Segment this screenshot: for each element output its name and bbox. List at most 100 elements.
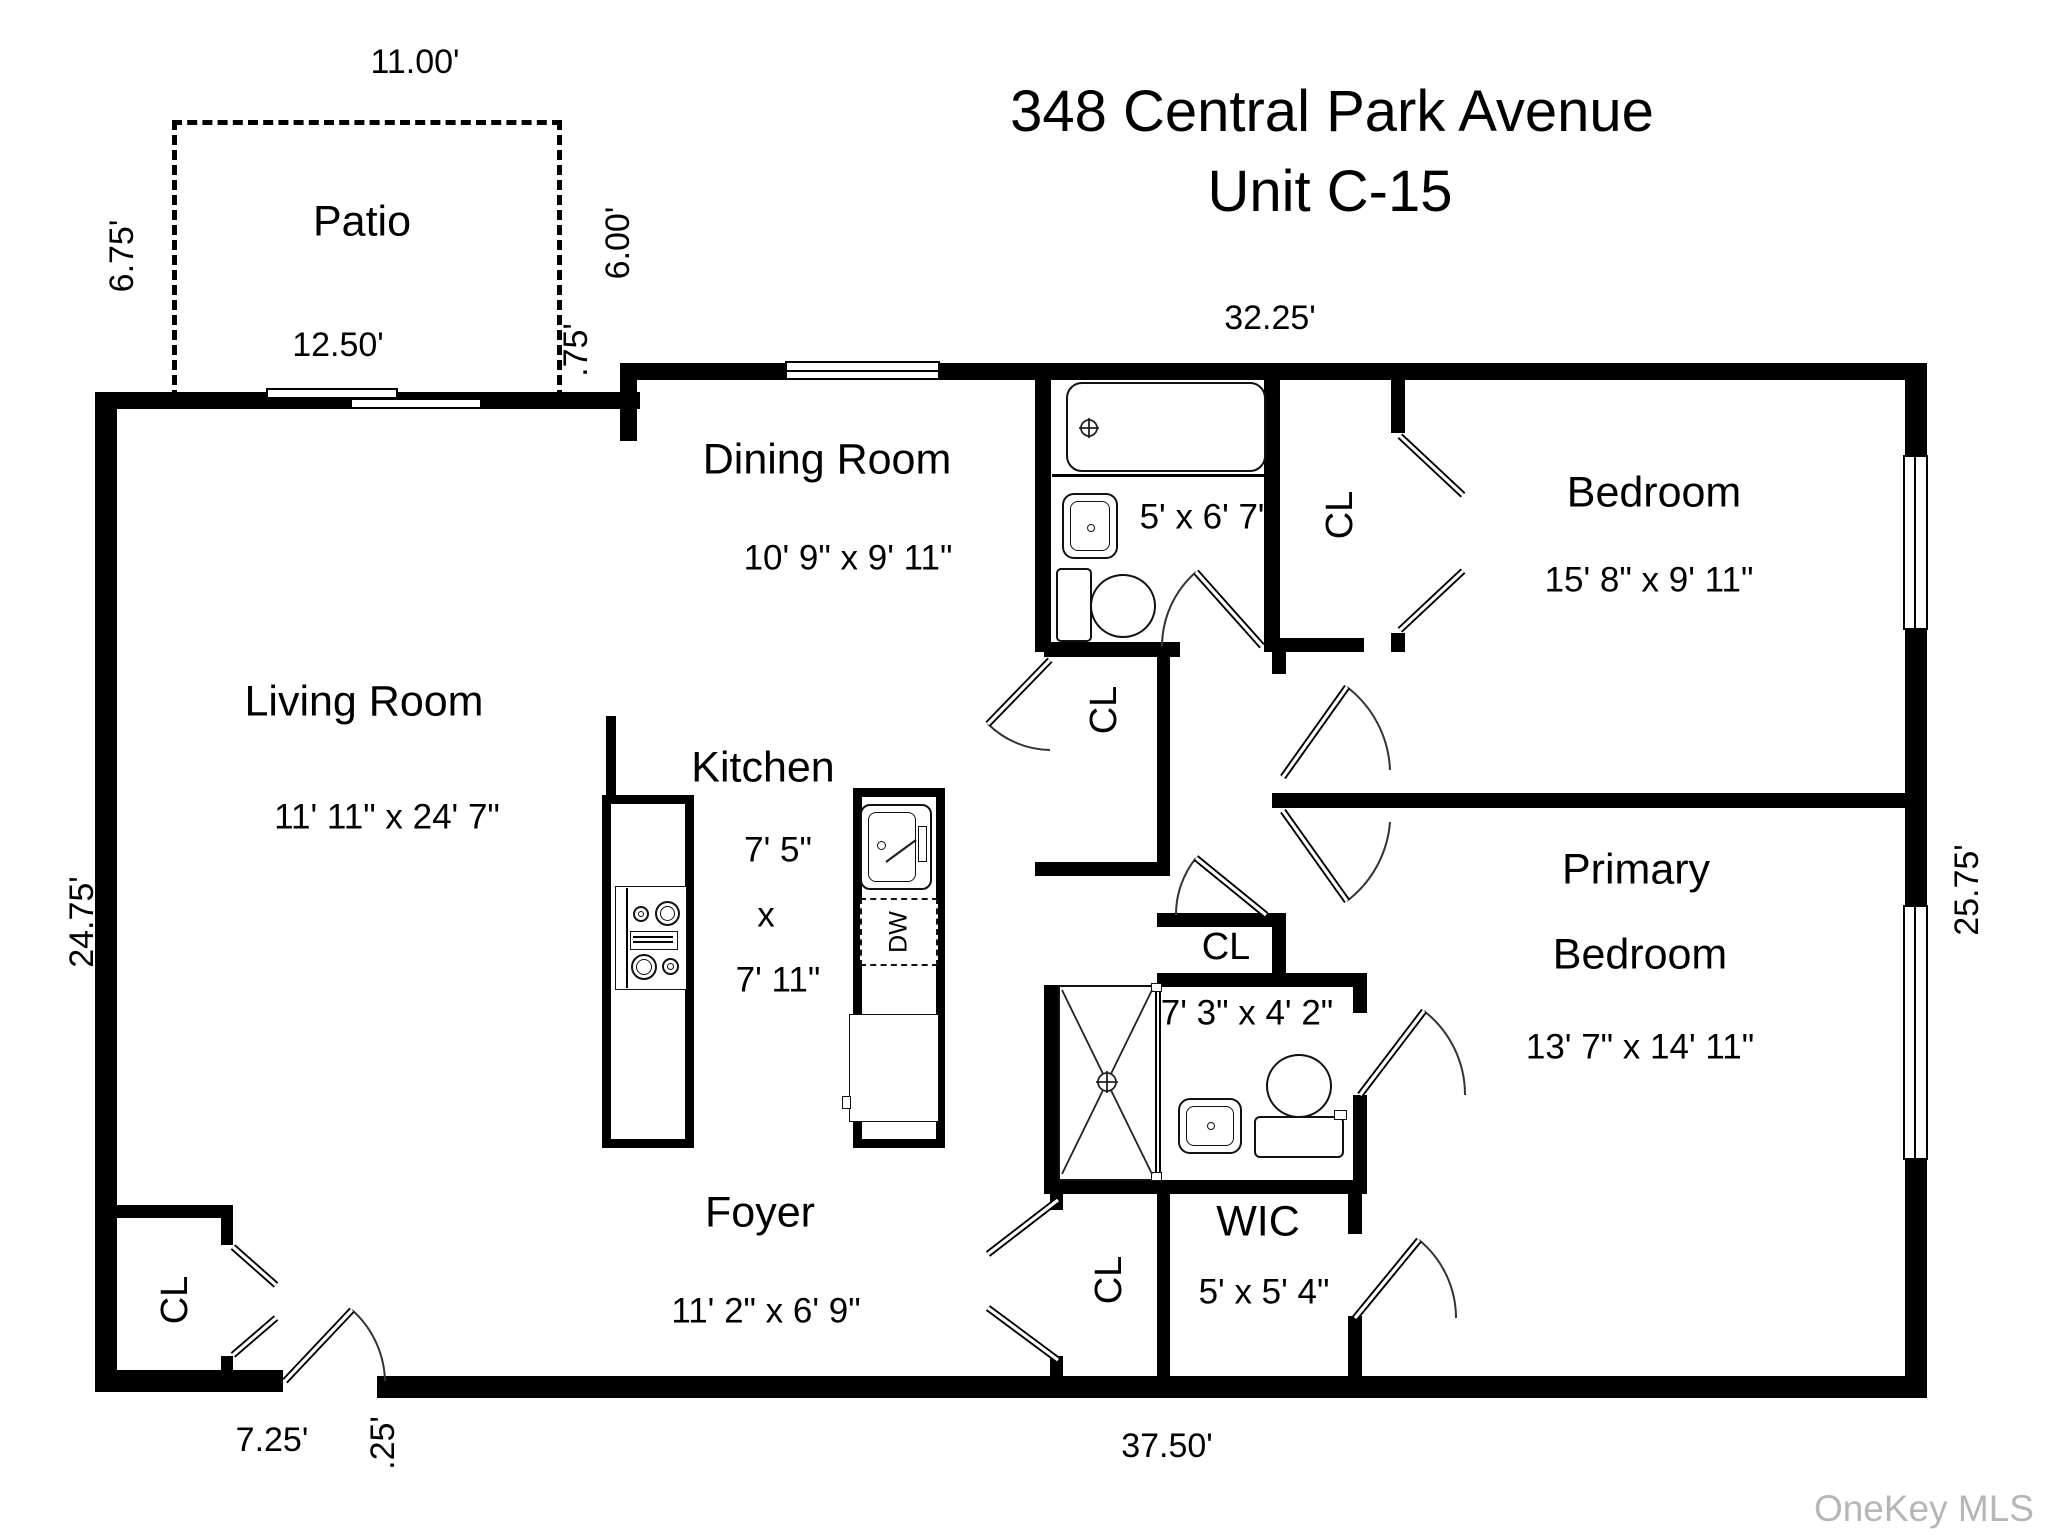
wall-hall-east-stub — [1272, 652, 1286, 674]
door-arc — [1423, 1010, 1467, 1096]
wall-bedroom-closet-bottom — [1264, 638, 1364, 652]
primary-bedroom-label2: Bedroom — [1552, 930, 1728, 979]
dining-window — [785, 361, 940, 380]
dining-room-dims: 10' 9" x 9' 11" — [743, 538, 953, 578]
wall-entry-closet-jamb-bottom — [221, 1356, 233, 1390]
dishwasher — [860, 898, 938, 966]
wall-bedroom-closet-right-bottom — [1391, 633, 1405, 652]
wic-label: WIC — [1216, 1197, 1300, 1246]
linen-closet-door — [1174, 855, 1269, 918]
bifold-leaf-fill — [987, 1198, 1059, 1256]
door-arc — [1161, 571, 1197, 647]
bedroom-dims: 15' 8" x 9' 11" — [1544, 560, 1754, 600]
bedroom-window-line — [1914, 457, 1916, 628]
wall-top-step — [620, 363, 637, 441]
stove-burner-icon — [631, 954, 657, 980]
living-room-label: Living Room — [244, 677, 484, 726]
wall-kitchen-divider — [606, 716, 616, 800]
wall-wic-right-top — [1348, 1194, 1362, 1234]
patio-bottom-dim: 12.50' — [292, 326, 384, 364]
shower-pan-icon — [1061, 989, 1153, 1175]
bath2-dims: 7' 3" x 4' 2" — [1160, 993, 1334, 1033]
bedroom-window — [1903, 455, 1928, 630]
kitchen-sink-drain — [877, 841, 886, 850]
wall-bedroom-closet-right-top — [1391, 378, 1405, 433]
refrigerator — [849, 1014, 939, 1122]
bathtub — [1066, 382, 1266, 472]
wall-linen-right — [1272, 913, 1286, 987]
dining-room-label: Dining Room — [702, 435, 952, 484]
wall-hall-closet-right — [1157, 645, 1170, 876]
stove-burner-icon — [633, 906, 649, 922]
stove-griddle — [630, 931, 678, 950]
door-leaf-fill — [283, 1308, 354, 1383]
stove-griddle-line — [633, 941, 673, 943]
bath1-door — [1161, 569, 1265, 649]
kitchen-dim-sep: x — [757, 895, 775, 935]
bath1-toilet-bowl — [1090, 574, 1156, 638]
wall-bath2-top — [1157, 973, 1367, 987]
wall-left — [95, 392, 117, 1392]
bifold-leaf-fill — [231, 1316, 278, 1357]
wall-bath1-closet-divider — [1264, 378, 1280, 652]
patio-slider-panel-1 — [266, 388, 398, 399]
foyer-closet-bifold — [985, 1197, 1061, 1363]
bath2-toilet-button — [1334, 1110, 1347, 1120]
stove-burner-icon — [662, 958, 679, 975]
bath2-toilet-bowl — [1266, 1054, 1332, 1118]
bath1-sink-drain — [1087, 524, 1095, 532]
wall-bottom — [377, 1376, 1927, 1398]
kitchen-faucet-lever — [885, 839, 917, 863]
bedroom-closet-bifold — [1397, 433, 1466, 633]
overall-bottom-left-dim: 7.25' — [235, 1421, 309, 1459]
overall-bottom-dim: 37.50' — [1121, 1427, 1213, 1465]
patio-slider-panel-2 — [350, 398, 482, 409]
primary-bedroom-dims: 13' 7" x 14' 11" — [1525, 1027, 1755, 1067]
linen-closet-label: CL — [1201, 926, 1251, 968]
bedroom-door — [1280, 684, 1391, 780]
dining-window-line — [787, 370, 938, 372]
wall-entry-closet-jamb-top — [221, 1205, 233, 1245]
primary-window — [1903, 905, 1928, 1160]
door-arc — [1346, 686, 1391, 771]
wall-bottom-left — [95, 1370, 283, 1392]
wic-door — [1352, 1237, 1457, 1321]
bath2-toilet-tank — [1254, 1116, 1344, 1158]
wall-bath2-left — [1044, 985, 1058, 1185]
wall-bath1-bottom — [1044, 642, 1180, 657]
stove-panel-line — [626, 888, 628, 988]
door-leaf-fill — [1194, 570, 1264, 648]
bath2-door — [1357, 1008, 1467, 1098]
tub-faucet-icon — [1079, 418, 1099, 438]
overall-top-dim: 32.25' — [1224, 299, 1316, 337]
door-leaf-fill — [1281, 686, 1349, 778]
kitchen-label: Kitchen — [691, 743, 835, 792]
wall-bath1-left — [1035, 378, 1051, 652]
door-arc — [351, 1309, 386, 1382]
door-arc — [987, 723, 1051, 751]
door-leaf-fill — [1281, 810, 1349, 902]
wall-hall-closet-bottom — [1035, 862, 1170, 876]
patio-label: Patio — [312, 197, 412, 246]
stove-griddle-line — [633, 936, 673, 938]
wall-top — [620, 363, 1927, 380]
entry-door — [282, 1307, 386, 1384]
wall-bath2-right-bottom — [1353, 1095, 1367, 1194]
door-leaf-fill — [1358, 1010, 1426, 1096]
page-title-line2: Unit C-15 — [1207, 159, 1453, 224]
wic-dims: 5' x 5' 4" — [1198, 1272, 1330, 1312]
shower-door-cap — [1151, 983, 1162, 992]
door-arc — [1418, 1239, 1457, 1319]
patio-top-dim: 11.00' — [370, 43, 460, 81]
entry-closet-bifold — [230, 1244, 279, 1358]
watermark: OneKey MLS — [1813, 1488, 2034, 1529]
stove-burner-icon — [655, 901, 680, 926]
bath1-toilet-tank — [1056, 568, 1092, 642]
primary-window-line — [1914, 907, 1916, 1158]
patio-outline — [172, 120, 562, 400]
bifold-leaf-fill — [231, 1245, 278, 1287]
bifold-leaf-fill — [1398, 569, 1465, 632]
wall-bath2-bottom — [1044, 1180, 1367, 1194]
